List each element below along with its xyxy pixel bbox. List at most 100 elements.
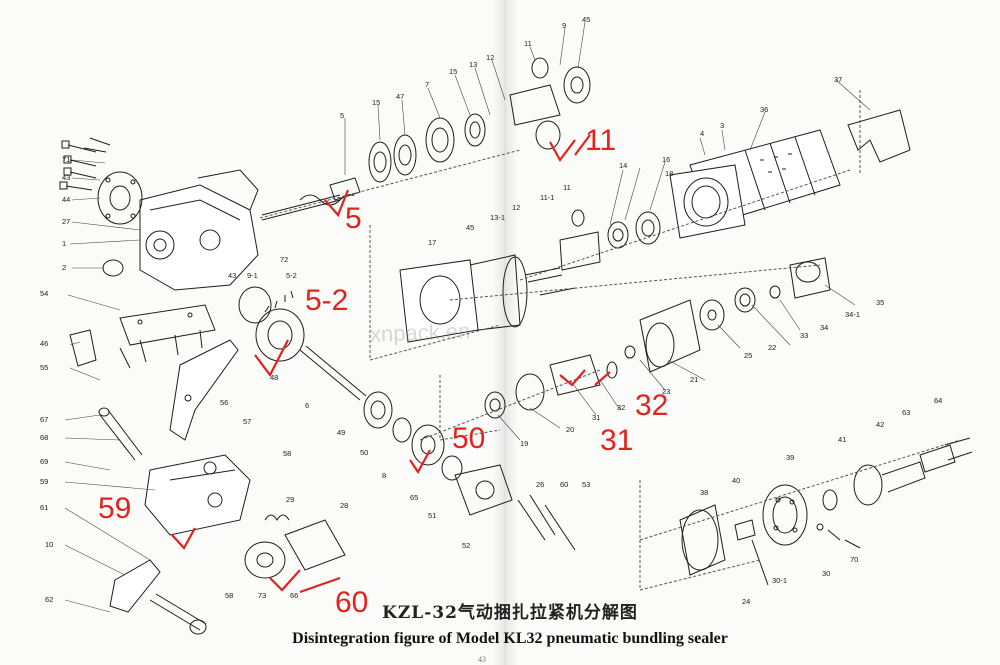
part-label: 60 [560, 480, 568, 489]
book-gutter [492, 0, 518, 665]
part-label: 13-1 [490, 213, 505, 222]
handwritten-mark: 50 [452, 422, 485, 455]
handwritten-annotations: 5 5-2 50 59 60 11 32 31 [98, 124, 668, 619]
part-label: 43 [228, 271, 236, 280]
part-label: 2 [62, 263, 66, 272]
part-label: 9 [562, 21, 566, 30]
part-label: 8 [382, 471, 386, 480]
part-label: 73 [258, 591, 266, 600]
part-label: 52 [462, 541, 470, 550]
part-20 [515, 373, 545, 411]
part-label: 45 [466, 223, 474, 232]
valve-stem-40 [734, 519, 769, 586]
part-label: 59 [40, 477, 48, 486]
part-label: 37 [834, 75, 842, 84]
part-label: 31 [592, 413, 600, 422]
nozzle-38 [679, 504, 726, 576]
part-label: 44 [62, 195, 70, 204]
handwritten-mark: 59 [98, 492, 131, 525]
page-number: 43 [478, 655, 486, 664]
handwritten-checkmarks [171, 134, 611, 594]
part-label: 33 [800, 331, 808, 340]
part-label: 14 [619, 161, 627, 170]
part-label: 57 [243, 417, 251, 426]
part-label: 69 [40, 457, 48, 466]
handwritten-mark: 11 [585, 124, 616, 157]
air-fittings [822, 437, 973, 511]
part-label: 18 [665, 169, 673, 178]
part-label: 72 [280, 255, 288, 264]
part-label: 11 [524, 39, 532, 48]
part-label: 54 [40, 289, 48, 298]
part-label: 1 [62, 239, 66, 248]
cutter-block [144, 454, 251, 536]
part-label: 61 [40, 503, 48, 512]
flange-18 [669, 164, 746, 239]
valve-body-17 [399, 254, 528, 343]
part-label: 51 [428, 511, 436, 520]
part-label: 10 [45, 540, 53, 549]
release-lever [109, 559, 207, 635]
lever-handle [169, 339, 239, 441]
screws-26-60-53 [517, 494, 576, 551]
part-label: 58 [283, 449, 291, 458]
bevel-gear [238, 286, 305, 362]
title-english: Disintegration figure of Model KL32 pneu… [292, 630, 728, 647]
part-label: 62 [45, 595, 53, 604]
part-label: 11-1 [540, 193, 554, 202]
part-label: 49 [337, 428, 345, 437]
title-chinese: KZL-32气动捆扎拉紧机分解图 [382, 603, 638, 623]
rings-right [699, 257, 831, 331]
part-label: 46 [40, 339, 48, 348]
part-label: 55 [40, 363, 48, 372]
piston-31-32 [549, 345, 636, 396]
small-gears-right [559, 209, 661, 271]
knob-51 [454, 464, 513, 516]
bearings-upper-left [368, 113, 486, 183]
part-label: 56 [220, 398, 228, 407]
housing-21 [639, 299, 701, 373]
part-label: 67 [40, 415, 48, 424]
part-label: 36 [760, 105, 768, 114]
leader-lines [64, 21, 871, 613]
part-label: 24 [742, 597, 750, 606]
part-label: 27 [62, 217, 70, 226]
main-housing [139, 169, 259, 291]
part-label: 34 [820, 323, 828, 332]
gear-50 [392, 417, 463, 481]
part-label: 47 [396, 92, 404, 101]
part-label: 39 [786, 453, 794, 462]
bearing-19 [484, 391, 506, 419]
roller-66 [244, 541, 286, 579]
part-label: 38 [700, 488, 708, 497]
pin-30-1 [816, 523, 824, 531]
part-label: 63 [902, 408, 910, 417]
part-label: 21 [690, 375, 698, 384]
part-label: 26 [536, 480, 544, 489]
part-label: 35 [876, 298, 884, 307]
spring-and-pin [264, 514, 346, 571]
screws-left [59, 137, 111, 191]
part-label: 9-1 [247, 271, 258, 280]
part-label: 42 [876, 420, 884, 429]
part-label: 41 [838, 435, 846, 444]
watermark: xnpack.en [369, 318, 471, 347]
part-label: 45 [582, 15, 590, 24]
part-label: 13 [469, 60, 477, 69]
part-label: 58 [225, 591, 233, 600]
sleeve-46 [69, 329, 97, 367]
knurled-ring-39 [762, 484, 808, 546]
handwritten-mark: 32 [635, 389, 668, 422]
part-label: 70 [850, 555, 858, 564]
part-label: 29 [286, 495, 294, 504]
part-label: 50 [360, 448, 368, 457]
part-label: 17 [428, 238, 436, 247]
part-label: 53 [582, 480, 590, 489]
pin-67 [98, 407, 143, 461]
part-label: 25 [744, 351, 752, 360]
part-label: 40 [732, 476, 740, 485]
part-label: 64 [934, 396, 942, 405]
part-label: 7 [425, 80, 429, 89]
part-label: 5-2 [286, 271, 297, 280]
